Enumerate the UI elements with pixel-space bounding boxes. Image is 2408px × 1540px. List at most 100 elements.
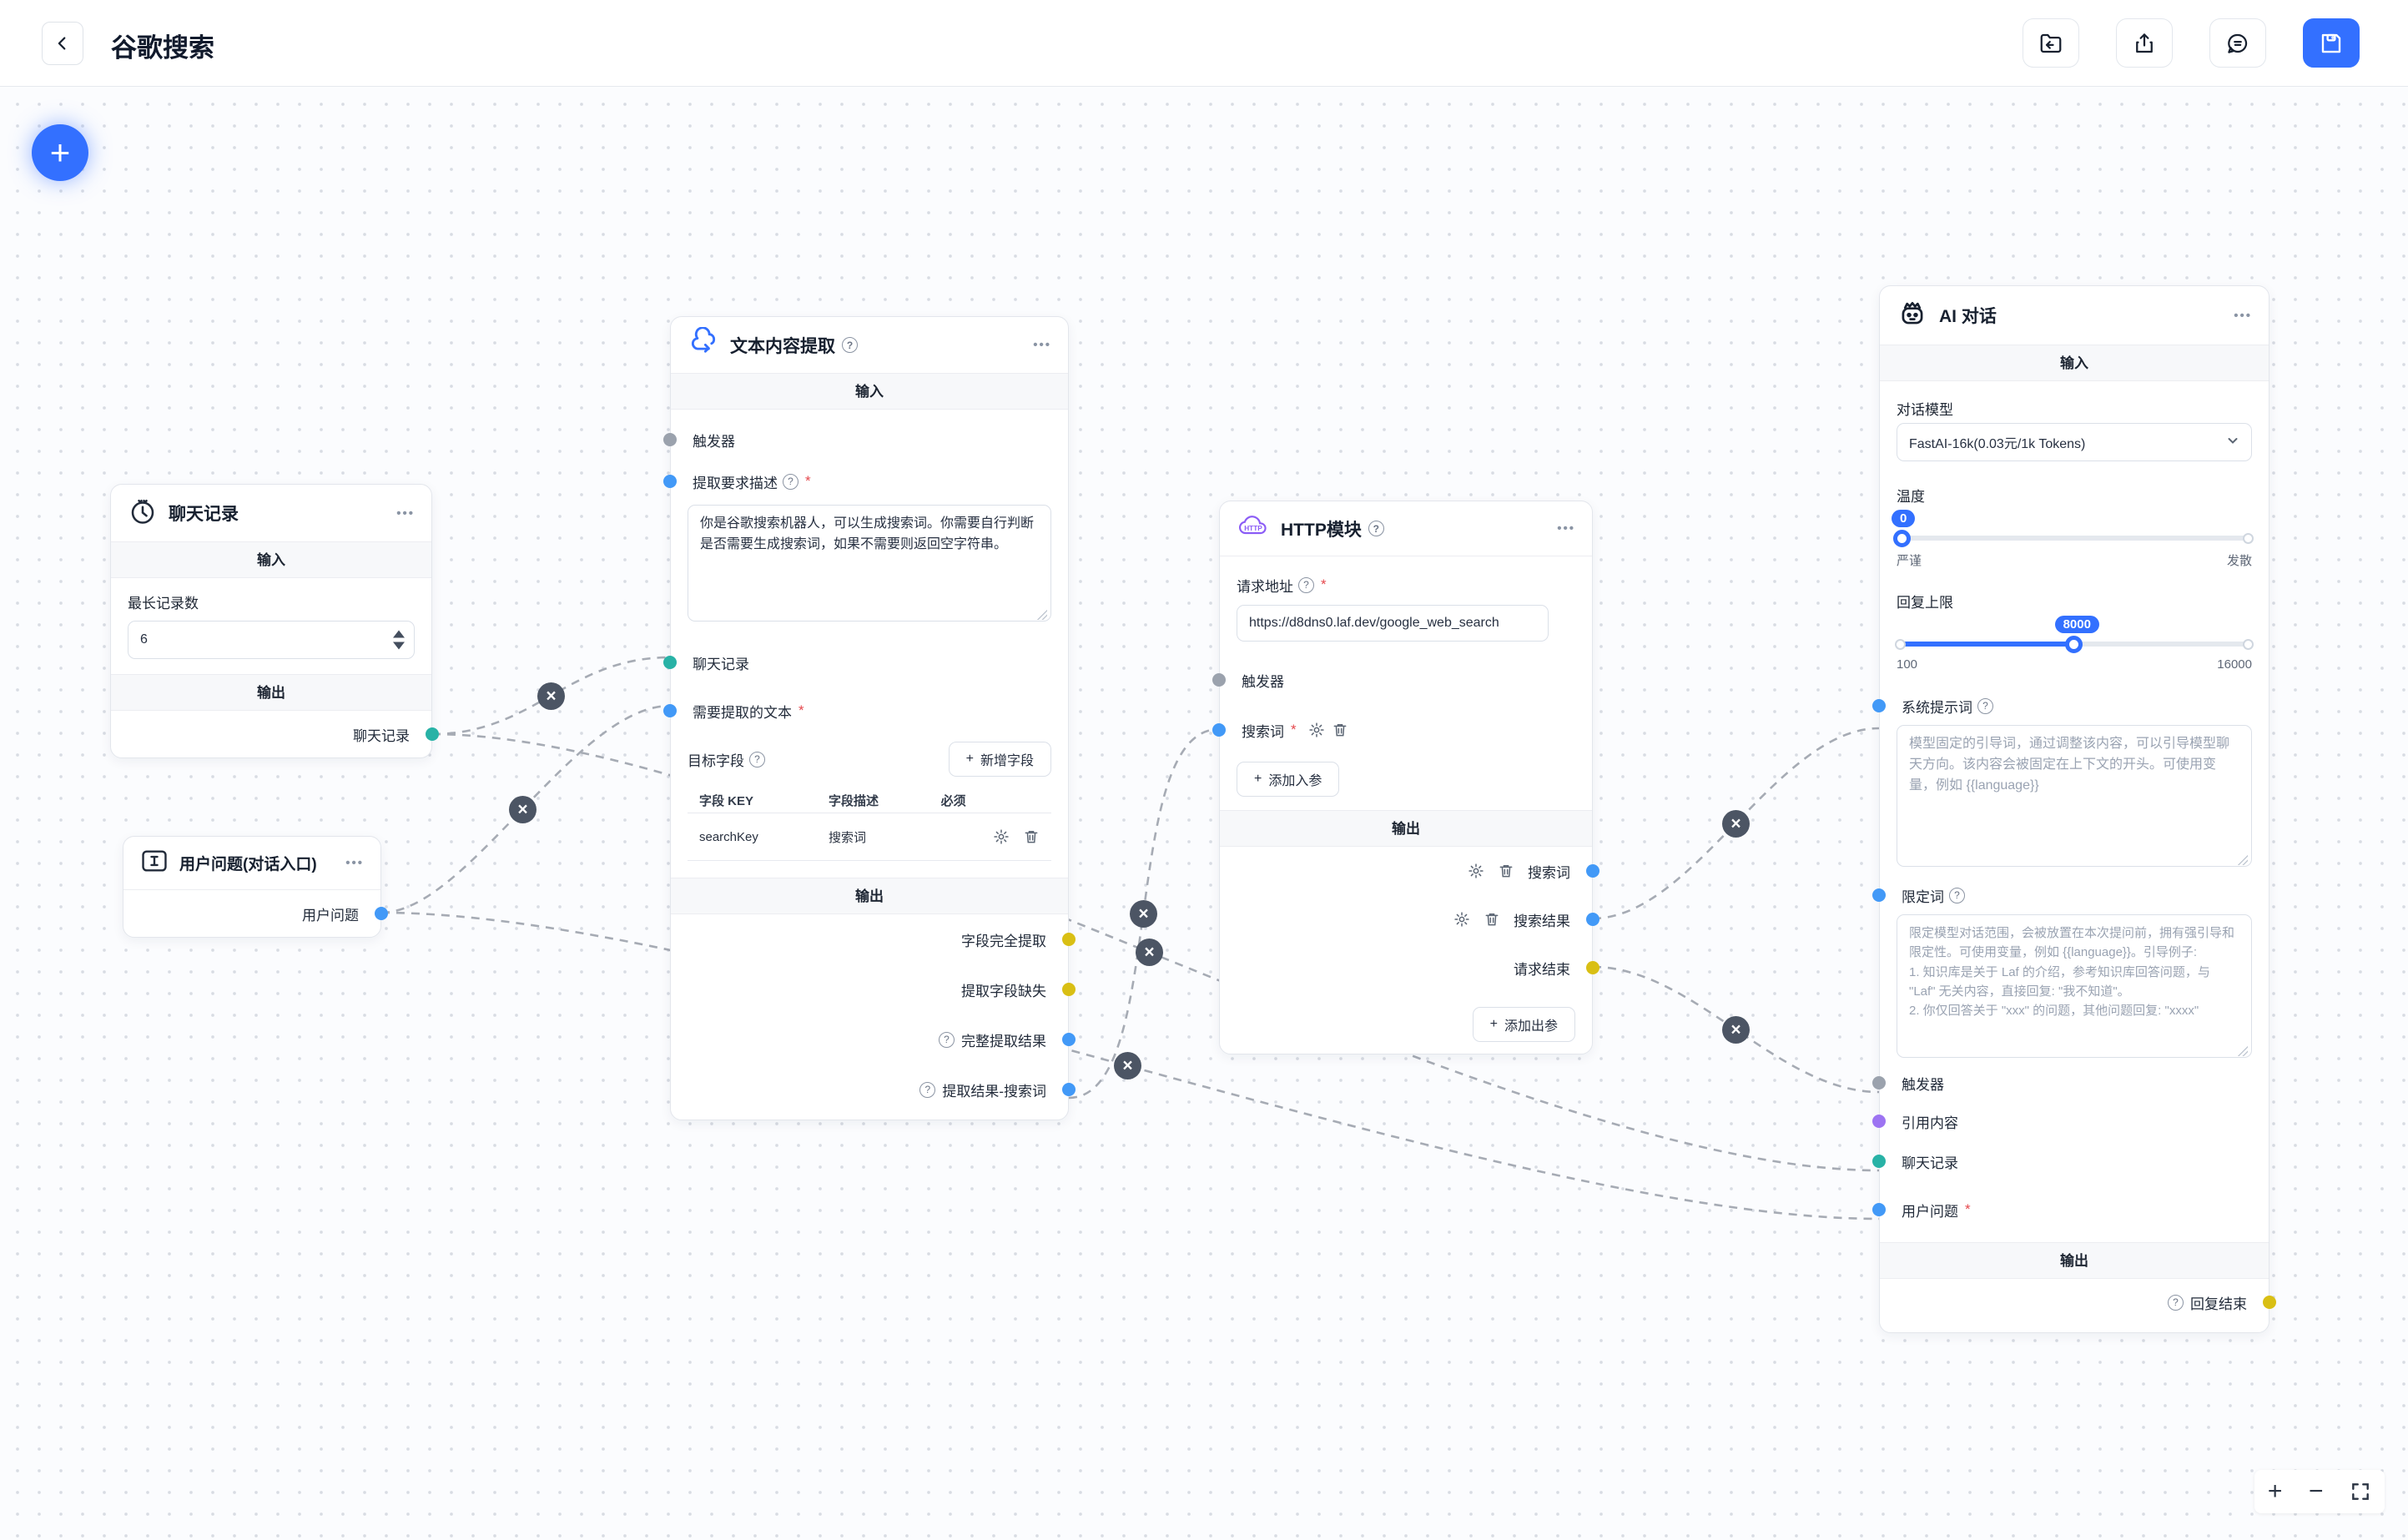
help-icon[interactable]: ? [842, 337, 858, 353]
port-out-fields-complete[interactable] [1062, 933, 1076, 946]
add-output-param-button[interactable]: + 添加出参 [1472, 1007, 1575, 1042]
node-ai-chat[interactable]: AI 对话 ••• 输入 对话模型 FastAI-16k(0.03元/1k To… [1872, 285, 2276, 1333]
trash-icon[interactable] [1498, 863, 1514, 879]
input-row-trigger: 触发器 [663, 425, 1051, 455]
port-in-history[interactable] [1872, 1155, 1886, 1168]
node-header: 文本内容提取 ? ••• [671, 317, 1068, 373]
max-reply-slider[interactable]: 8000 [1895, 616, 2254, 662]
port-out-request-end[interactable] [1586, 961, 1599, 974]
input-band: 输入 [671, 373, 1068, 410]
chevron-down-icon [2226, 434, 2239, 451]
node-http[interactable]: HTTP HTTP模块 ? ••• 请求地址 ?* 触发器 [1212, 501, 1599, 1054]
temperature-max-label: 发散 [2226, 554, 2252, 568]
port-out-reply-end[interactable] [2263, 1296, 2276, 1309]
max-records-input[interactable] [128, 621, 415, 659]
port-in-desc[interactable] [663, 475, 677, 488]
add-input-param-button[interactable]: + 添加入参 [1237, 762, 1340, 797]
node-menu-button[interactable]: ••• [345, 856, 364, 870]
fullscreen-button[interactable] [2350, 1481, 2371, 1502]
edge-delete-icon[interactable]: × [1136, 939, 1163, 966]
add-field-button[interactable]: + 新增字段 [948, 742, 1051, 777]
gear-icon[interactable] [1453, 911, 1470, 928]
input-label: 触发器 [1242, 673, 1284, 690]
help-icon[interactable]: ? [1949, 887, 1965, 903]
port-out-full-result[interactable] [1062, 1033, 1076, 1046]
port-in-search-key[interactable] [1212, 723, 1226, 737]
output-band: 输出 [111, 674, 431, 711]
node-menu-button[interactable]: ••• [1033, 338, 1051, 352]
edge-delete-icon[interactable]: × [537, 682, 565, 710]
gear-icon[interactable] [1308, 722, 1325, 738]
slider-thumb[interactable] [1893, 530, 1911, 547]
trash-icon[interactable] [1023, 828, 1040, 845]
node-menu-button[interactable]: ••• [2234, 308, 2252, 323]
edge-delete-icon[interactable]: × [1114, 1052, 1141, 1080]
node-menu-button[interactable]: ••• [1557, 521, 1575, 536]
edge-delete-icon[interactable]: × [1722, 1016, 1750, 1044]
limit-textarea[interactable] [1897, 914, 2252, 1058]
export-button[interactable] [2116, 18, 2173, 68]
system-prompt-textarea[interactable] [1897, 725, 2252, 867]
url-input[interactable] [1237, 605, 1549, 642]
port-in-system-prompt[interactable] [1872, 699, 1886, 712]
help-icon[interactable]: ? [1368, 521, 1384, 536]
port-in-limit[interactable] [1872, 888, 1886, 902]
zoom-in-button[interactable]: + [2267, 1477, 2283, 1505]
edge-delete-icon[interactable]: × [1722, 810, 1750, 838]
add-node-button[interactable]: + [32, 124, 88, 181]
save-button[interactable] [2303, 18, 2360, 68]
number-stepper[interactable] [393, 630, 405, 650]
port-in-text[interactable] [663, 704, 677, 717]
gear-icon[interactable] [993, 828, 1010, 845]
slider-thumb[interactable] [2065, 636, 2083, 653]
chat-bubble-icon [2228, 33, 2248, 53]
help-icon[interactable]: ? [919, 1081, 936, 1098]
help-icon[interactable]: ? [749, 751, 765, 767]
port-out-search-key[interactable] [1586, 864, 1599, 878]
help-icon[interactable]: ? [2168, 1294, 2184, 1311]
desc-textarea[interactable] [688, 505, 1051, 622]
port-out-user-question[interactable] [375, 907, 388, 920]
output-row: ? 回复结束 [1880, 1279, 2276, 1326]
stepper-down-icon[interactable] [393, 642, 405, 650]
port-in-trigger[interactable] [663, 433, 677, 446]
help-icon[interactable]: ? [1298, 576, 1314, 593]
node-title: 文本内容提取 ? [730, 333, 1022, 358]
port-in-trigger[interactable] [1872, 1076, 1886, 1090]
port-out-search-result[interactable] [1586, 913, 1599, 926]
node-user-question[interactable]: 用户问题(对话入口) ••• 用户问题 [123, 836, 388, 938]
page-title: 谷歌搜索 [111, 33, 214, 63]
output-row: 提取字段缺失 [671, 964, 1076, 1014]
gear-icon[interactable] [1468, 863, 1484, 879]
back-button[interactable] [42, 22, 83, 65]
help-icon[interactable]: ? [939, 1031, 955, 1048]
edge-delete-icon[interactable]: × [509, 796, 537, 823]
help-icon[interactable]: ? [783, 473, 798, 490]
port-out-search-key[interactable] [1062, 1083, 1076, 1096]
trash-icon[interactable] [1332, 722, 1348, 738]
node-text-extract[interactable]: 文本内容提取 ? ••• 输入 触发器 提取要求描述 ?* [663, 316, 1076, 1120]
port-out-chat-history[interactable] [426, 727, 439, 741]
node-title: 用户问题(对话入口) [179, 856, 317, 873]
node-chat-history[interactable]: 聊天记录 ••• 输入 最长记录数 输出 聊天记录 [110, 484, 439, 758]
plus-icon: + [1489, 1017, 1498, 1031]
save-icon [2321, 33, 2341, 53]
model-select[interactable]: FastAI-16k(0.03元/1k Tokens) [1897, 423, 2252, 461]
help-icon[interactable]: ? [1977, 697, 1993, 714]
input-label: 需要提取的文本* [693, 701, 804, 722]
stepper-up-icon[interactable] [393, 630, 405, 638]
port-in-history[interactable] [663, 656, 677, 669]
zoom-out-button[interactable]: − [2308, 1477, 2324, 1505]
feedback-button[interactable] [2209, 18, 2266, 68]
port-in-quote[interactable] [1872, 1115, 1886, 1128]
node-menu-button[interactable]: ••• [396, 506, 415, 521]
port-out-fields-missing[interactable] [1062, 983, 1076, 996]
port-in-question[interactable] [1872, 1203, 1886, 1216]
import-button[interactable] [2023, 18, 2079, 68]
temperature-slider[interactable]: 0 [1892, 510, 2254, 556]
output-row: 搜索词 [1220, 847, 1599, 895]
trash-icon[interactable] [1484, 911, 1500, 928]
port-in-trigger[interactable] [1212, 673, 1226, 687]
edge-delete-icon[interactable]: × [1130, 900, 1157, 928]
